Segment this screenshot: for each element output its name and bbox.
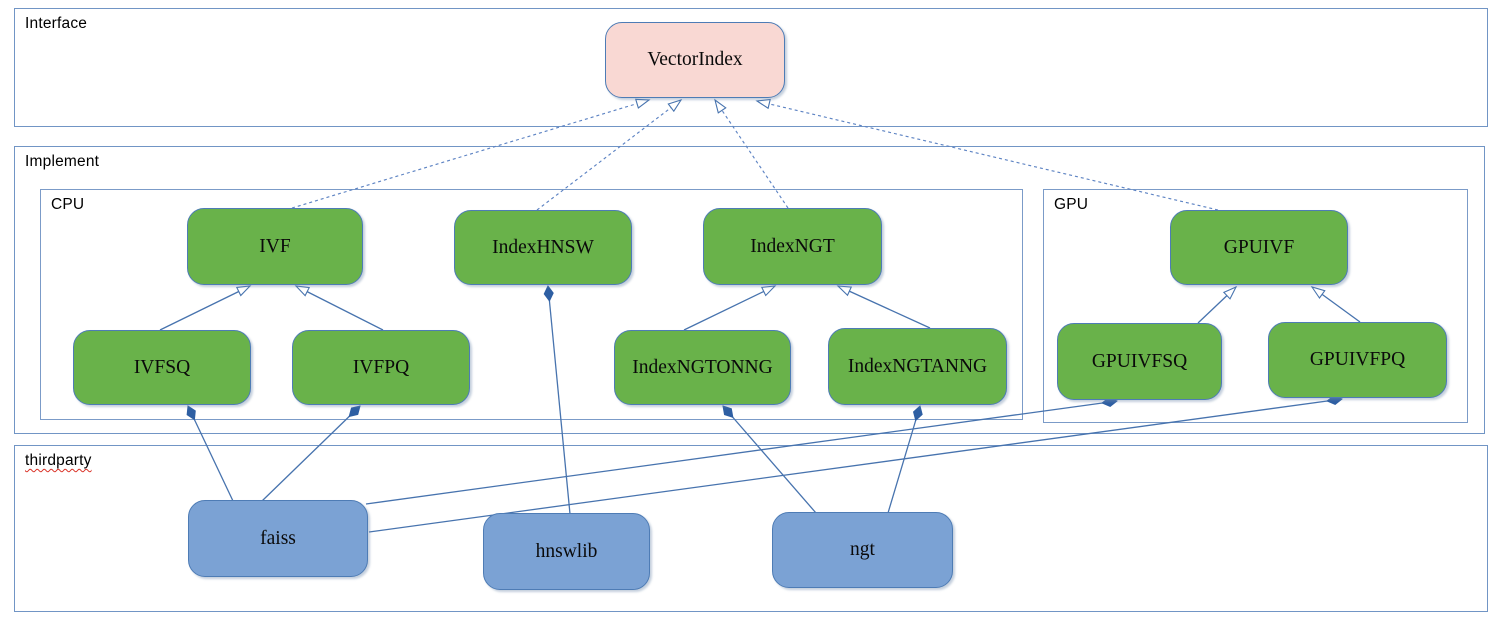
- container-implement-label: Implement: [25, 153, 100, 170]
- node-ivfpq-label: IVFPQ: [352, 356, 410, 378]
- node-vectorindex[interactable]: VectorIndex: [605, 22, 785, 98]
- container-gpu[interactable]: GPU: [1043, 189, 1468, 423]
- edge-inherit-gpuivfpq-gpuivf[interactable]: [1310, 286, 1361, 323]
- node-indexngtonng[interactable]: IndexNGTONNG: [614, 330, 791, 405]
- edge-inherit-indexngtanng-indexngt[interactable]: [836, 285, 931, 329]
- node-vectorindex-label: VectorIndex: [647, 49, 743, 70]
- node-gpuivfsq[interactable]: GPUIVFSQ: [1057, 323, 1222, 400]
- node-ivfsq-label: IVFSQ: [133, 356, 191, 378]
- container-implement[interactable]: Implement: [14, 146, 1485, 434]
- container-cpu-label: CPU: [51, 196, 85, 213]
- edge-realize-indexhnsw-vectorindex[interactable]: [536, 99, 683, 211]
- container-cpu[interactable]: CPU: [40, 189, 1023, 420]
- edge-compose-ivfsq-faiss[interactable]: [186, 405, 234, 502]
- node-gpuivf[interactable]: GPUIVF: [1170, 210, 1348, 285]
- node-ngt-label: ngt: [850, 539, 875, 560]
- node-gpuivfpq-label: GPUIVFPQ: [1309, 349, 1406, 370]
- node-indexngt[interactable]: IndexNGT: [703, 208, 882, 285]
- node-ivf-label: IVF: [259, 235, 291, 257]
- node-gpuivf-label: GPUIVF: [1223, 236, 1295, 258]
- node-indexngtanng-label: IndexNGTANNG: [847, 355, 988, 377]
- node-indexngt-label: IndexNGT: [750, 235, 835, 257]
- edge-realize-ivf-vectorindex[interactable]: [291, 98, 651, 209]
- node-ivf[interactable]: IVF: [187, 208, 363, 285]
- edge-compose-indexngtonng-ngt[interactable]: [722, 405, 817, 514]
- node-faiss-label: faiss: [260, 527, 296, 549]
- edge-realize-indexngt-vectorindex[interactable]: [714, 98, 789, 209]
- container-thirdparty[interactable]: thirdparty: [14, 445, 1488, 612]
- node-indexngtonng-label: IndexNGTONNG: [632, 356, 773, 378]
- node-hnswlib[interactable]: hnswlib: [483, 513, 650, 590]
- node-gpuivfsq-label: GPUIVFSQ: [1091, 350, 1188, 372]
- node-indexhnsw-label: IndexHNSW: [492, 236, 594, 258]
- edge-realize-gpuivf-vectorindex[interactable]: [755, 98, 1219, 211]
- edge-inherit-ivfsq-ivf[interactable]: [159, 285, 252, 331]
- container-gpu-label: GPU: [1054, 196, 1089, 213]
- node-ngt[interactable]: ngt: [772, 512, 953, 588]
- node-indexhnsw[interactable]: IndexHNSW: [454, 210, 632, 285]
- edge-inherit-ivfpq-ivf[interactable]: [294, 285, 384, 331]
- container-thirdparty-label: thirdparty: [25, 452, 92, 469]
- node-hnswlib-label: hnswlib: [535, 540, 598, 562]
- node-ivfsq[interactable]: IVFSQ: [73, 330, 251, 405]
- node-faiss[interactable]: faiss: [188, 500, 368, 577]
- edge-compose-gpuivfsq-faiss[interactable]: [365, 396, 1118, 505]
- edge-inherit-gpuivfsq-gpuivf[interactable]: [1197, 285, 1238, 324]
- container-interface-label: Interface: [25, 15, 88, 32]
- node-gpuivfpq[interactable]: GPUIVFPQ: [1268, 322, 1447, 398]
- node-ivfpq[interactable]: IVFPQ: [292, 330, 470, 405]
- edge-compose-indexhnsw-hnswlib[interactable]: [543, 285, 571, 515]
- edge-inherit-indexngtonng-indexngt[interactable]: [683, 285, 777, 331]
- edge-compose-ivfpq-faiss[interactable]: [261, 405, 361, 502]
- container-interface[interactable]: Interface: [14, 8, 1488, 127]
- node-indexngtanng[interactable]: IndexNGTANNG: [828, 328, 1007, 405]
- edge-compose-gpuivfpq-faiss[interactable]: [368, 394, 1343, 533]
